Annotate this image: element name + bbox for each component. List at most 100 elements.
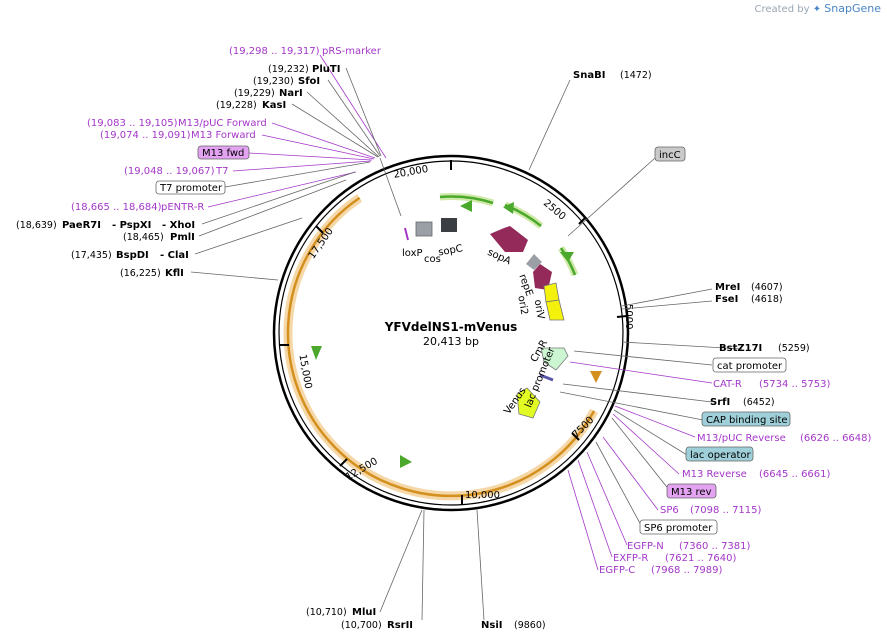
ori2-block xyxy=(545,299,565,321)
cos-mark xyxy=(404,227,409,241)
label-nari-pos: (19,229) xyxy=(234,88,275,99)
label-pluti: PluTI xyxy=(312,64,340,75)
orange-arrowhead xyxy=(590,371,602,383)
label-m13-forward: M13 Forward xyxy=(191,130,256,141)
repE-arrow xyxy=(533,264,552,290)
snapgene-name: SnapGene xyxy=(824,2,881,15)
label-pmli: PmlI xyxy=(170,232,195,243)
label-t7-pos: (19,048 .. 19,067) xyxy=(124,166,215,177)
Venus-arrow xyxy=(516,387,541,419)
snapgene-logo-icon: ✦ xyxy=(812,4,822,15)
label-cos: cos xyxy=(424,254,441,265)
label-egfp-n: EGFP-N xyxy=(627,541,664,552)
label-sopC: sopC xyxy=(437,243,463,258)
backbone-outer-circle xyxy=(272,154,630,512)
green-arrowhead-4 xyxy=(311,346,322,360)
grey-block-1 xyxy=(526,254,542,270)
incC-box xyxy=(654,146,686,162)
created-by-text: Created by xyxy=(754,4,810,15)
label-cat-promoter: cat promoter xyxy=(717,361,783,372)
leader-lines-left xyxy=(190,54,402,281)
leader-lines-right xyxy=(379,79,743,621)
label-sp6-pos: (7098 .. 7115) xyxy=(690,505,762,516)
sopC-block xyxy=(441,218,457,232)
CmR-arrow xyxy=(540,347,569,371)
sp6-promoter-box xyxy=(639,519,718,535)
label-exfp-r: EXFP-R xyxy=(613,553,648,564)
label-paer7i: PaeR7I xyxy=(62,220,101,231)
label-m13-forward-pos: (19,074 .. 19,091) xyxy=(100,130,191,141)
label-t7-promoter: T7 promoter xyxy=(159,183,223,194)
cat-promoter-box xyxy=(712,357,787,373)
label-m13puc-fwd-pos: (19,083 .. 19,105) xyxy=(87,118,178,129)
tick-7500 xyxy=(571,432,580,441)
label-mrei-pos: (4607) xyxy=(751,282,783,293)
label-pspxi: - PspXI xyxy=(112,220,151,231)
tick-label-2500: 2500 xyxy=(541,198,568,223)
label-prs-marker-pos: (19,298 .. 19,317) xyxy=(229,46,320,57)
green-arc-1-line xyxy=(439,195,494,205)
label-cat-r: CAT-R xyxy=(713,379,742,390)
label-pentr-r: pENTR-R xyxy=(161,202,204,213)
green-arrowhead-1 xyxy=(460,200,472,212)
label-srfi: SrfI xyxy=(710,397,730,408)
snapgene-brand: Created by ✦ SnapGene xyxy=(754,2,881,15)
label-sfoi-pos: (19,230) xyxy=(253,76,294,87)
label-exfp-r-pos: (7621 .. 7640) xyxy=(665,553,737,564)
label-sp6: SP6 xyxy=(660,505,679,516)
label-m13-reverse-pos: (6645 .. 6661) xyxy=(759,469,831,480)
label-mrei: MreI xyxy=(715,282,740,293)
label-incC: incC xyxy=(659,150,681,161)
label-fsei: FseI xyxy=(715,294,738,305)
label-t7: T7 xyxy=(215,166,228,177)
label-lac-operator: lac operator xyxy=(690,450,751,461)
label-sfoi: SfoI xyxy=(298,76,320,87)
label-bstz17i-pos: (5259) xyxy=(778,343,810,354)
plasmid-length: 20,413 bp xyxy=(423,335,479,348)
label-bstz17i: BstZ17I xyxy=(719,343,762,354)
tick-5000 xyxy=(616,315,628,318)
tick-label-20000: 20,000 xyxy=(393,164,429,181)
label-sp6-promoter: SP6 promoter xyxy=(644,523,713,534)
label-nari: NarI xyxy=(279,88,303,99)
label-rsrii: RsrII xyxy=(387,620,413,631)
m13-fwd-box xyxy=(197,145,250,160)
label-m13puc-fwd: M13/pUC Forward xyxy=(178,118,267,129)
label-snabi: SnaBI xyxy=(573,70,605,81)
label-egfp-c: EGFP-C xyxy=(599,565,635,576)
label-bspdi: BspDI xyxy=(116,250,149,261)
label-pluti-pos: (19,232) xyxy=(268,64,309,75)
label-bspdi-pos: (17,435) xyxy=(71,250,112,261)
green-arc-3-line xyxy=(559,247,577,276)
tick-17500 xyxy=(315,225,324,234)
label-nsii-pos: (9860) xyxy=(514,620,546,631)
loxP-block xyxy=(415,221,433,237)
label-pentr-r-pos: (18,665 .. 18,684) xyxy=(71,202,162,213)
label-m13-reverse: M13 Reverse xyxy=(682,469,747,480)
m13-rev-box xyxy=(666,483,717,499)
label-clai: - ClaI xyxy=(160,250,189,261)
label-m13-fwd: M13 fwd xyxy=(202,148,244,159)
label-srfi-pos: (6452) xyxy=(743,397,775,408)
label-fsei-pos: (4618) xyxy=(751,294,783,305)
label-m13-rev: M13 rev xyxy=(671,487,712,498)
label-kfli: KflI xyxy=(165,268,184,279)
label-prs-marker: pRS-marker xyxy=(322,46,382,57)
cap-binding-site-box xyxy=(701,411,791,427)
label-egfp-c-pos: (7968 .. 7989) xyxy=(651,565,723,576)
label-oriV: oriV xyxy=(532,299,546,321)
lac-promoter-mark xyxy=(539,373,554,382)
plasmid-name: YFVdelNS1-mVenus xyxy=(384,320,518,334)
label-nsii: NsiI xyxy=(481,620,502,631)
label-ori2: ori2 xyxy=(515,295,529,316)
tick-12500 xyxy=(339,458,348,467)
lac-operator-box xyxy=(685,446,754,462)
label-kasi: KasI xyxy=(262,100,286,111)
green-arrowhead-3 xyxy=(560,252,574,262)
orf-arc xyxy=(286,196,596,498)
label-rsrii-pos: (10,700) xyxy=(341,620,382,631)
t7-promoter-box xyxy=(155,180,226,195)
tick-2500 xyxy=(578,216,587,225)
label-m13puc-rev: M13/pUC Reverse xyxy=(697,433,786,444)
